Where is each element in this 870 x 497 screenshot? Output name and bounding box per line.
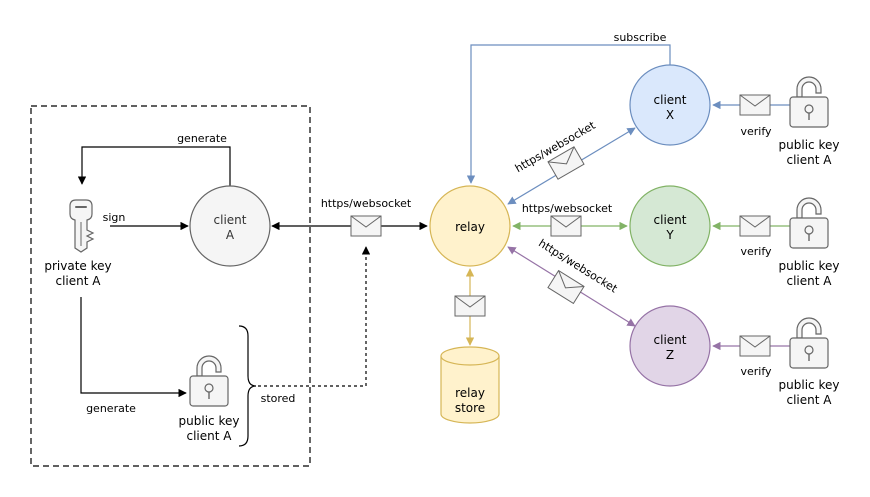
node-client-z[interactable]: client Z [629,305,711,387]
client-z-label-line1: client [654,333,687,347]
public-key-y-line1: public key [779,259,840,273]
label-subscribe: subscribe [614,31,667,44]
envelope-icon-verify-z [739,335,771,357]
label-https-relay-y: https/websocket [522,202,613,215]
node-client-y[interactable]: client Y [629,185,711,267]
label-https-a-relay: https/websocket [321,197,412,210]
label-verify-x: verify [740,125,772,138]
private-key-label-line2: client A [56,274,102,288]
public-key-z-line2: client A [787,393,833,407]
padlock-icon-z [789,317,829,369]
label-sign: sign [103,211,126,224]
relay-store-label-line1: relay [455,386,485,400]
node-relay-store[interactable]: relay store [440,346,500,424]
public-key-x-line1: public key [779,138,840,152]
padlock-icon-left [189,355,229,407]
edge-generate-bottom [80,297,187,398]
client-a-label-line1: client [214,213,247,227]
edge-generate-top [77,146,231,186]
client-y-label-line2: Y [665,228,674,242]
envelope-icon-verify-y [739,215,771,237]
envelope-icon-verify-x [739,94,771,116]
stored-brace [238,325,257,447]
edge-subscribe [466,44,671,184]
padlock-icon-y [789,197,829,249]
public-key-y-line2: client A [787,274,833,288]
label-verify-y: verify [740,245,772,258]
client-z-label-line2: Z [666,348,674,362]
label-generate-top: generate [177,132,227,145]
client-a-label-line2: A [226,228,235,242]
envelope-icon-relay-store [454,295,486,317]
relay-store-label-line2: store [455,401,485,415]
envelope-icon-relay-y [550,215,582,237]
envelope-icon-relay-x [547,146,585,180]
envelope-icon-relay-z [547,269,585,305]
public-key-z-line1: public key [779,378,840,392]
client-y-label-line1: client [654,213,687,227]
label-generate-bottom: generate [86,402,136,415]
label-verify-z: verify [740,365,772,378]
label-stored: stored [261,392,296,405]
node-client-a[interactable]: client A [189,185,271,267]
key-icon [69,199,95,253]
padlock-icon-x [789,76,829,128]
node-relay[interactable]: relay [429,185,511,267]
private-key-label-line1: private key [44,259,111,273]
public-key-x-line2: client A [787,153,833,167]
public-key-left-line2: client A [187,429,233,443]
edge-stored-to-message [258,246,371,387]
public-key-left-line1: public key [179,414,240,428]
client-x-label-line2: X [666,108,674,122]
envelope-icon-a-relay [350,215,382,237]
node-client-x[interactable]: client X [629,64,711,146]
client-x-label-line1: client [654,93,687,107]
relay-label: relay [455,220,485,234]
